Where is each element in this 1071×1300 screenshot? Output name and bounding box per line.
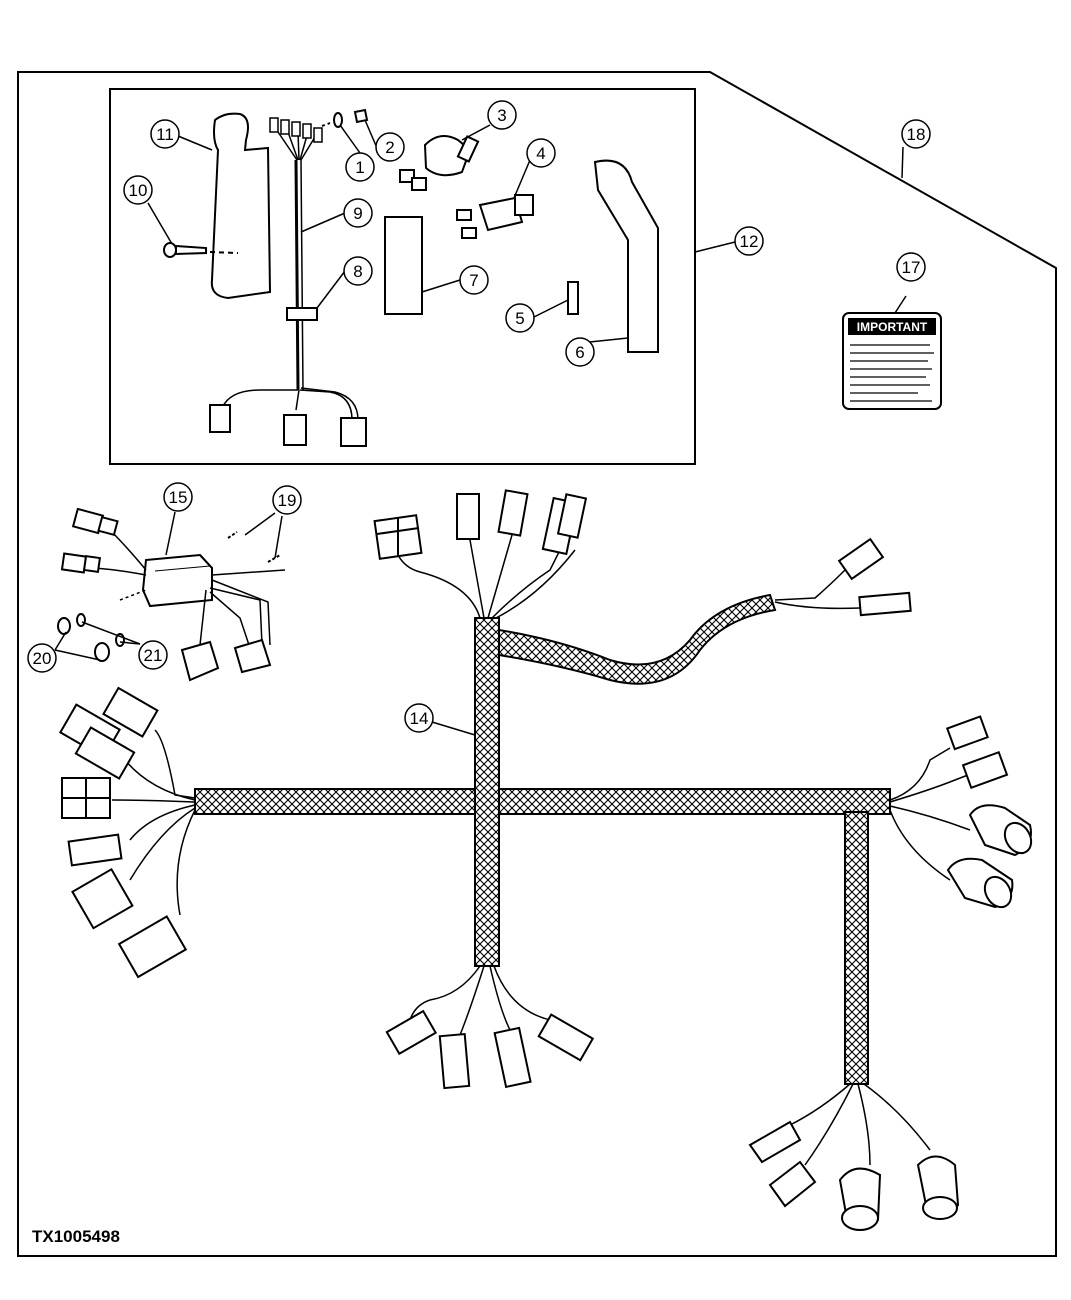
small-harness-wire (294, 159, 300, 391)
callout-12: 12 (734, 226, 764, 256)
callout-4: 4 (526, 138, 556, 168)
svg-text:18: 18 (907, 125, 926, 144)
callout-10: 10 (123, 175, 153, 205)
callout-9: 9 (343, 198, 373, 228)
svg-text:12: 12 (740, 232, 759, 251)
svg-text:10: 10 (129, 181, 148, 200)
svg-text:11: 11 (156, 125, 174, 144)
callout-20: 20 (27, 643, 57, 673)
callout-15: 15 (163, 482, 193, 512)
left-cover-part (210, 112, 272, 300)
screw-part (163, 242, 239, 258)
harness-trunk-vertical (474, 617, 500, 967)
svg-text:4: 4 (536, 144, 545, 163)
decal-title: IMPORTANT (857, 320, 928, 334)
callout-8: 8 (343, 256, 373, 286)
inset-parts (163, 108, 659, 447)
callout-11: 11 (150, 119, 180, 149)
harness-branch-upper (498, 593, 777, 685)
callout-5: 5 (505, 303, 535, 333)
inset-box (109, 88, 696, 465)
svg-text:3: 3 (497, 106, 506, 125)
harness-drop-right (844, 811, 869, 1085)
callout-17: 17 (896, 252, 926, 282)
callout-3: 3 (487, 100, 517, 130)
harness-trunk-horizontal (194, 788, 891, 815)
callout-1: 1 (345, 152, 375, 182)
harness-plug-middle (283, 414, 307, 446)
figure-id: TX1005498 (32, 1227, 120, 1246)
outer-frame (17, 71, 1057, 1257)
callout-2: 2 (375, 132, 405, 162)
svg-text:20: 20 (33, 649, 52, 668)
harness-plug-right (340, 417, 367, 447)
callout-18: 18 (901, 119, 931, 149)
switch-part-3 (399, 135, 480, 191)
svg-text:8: 8 (353, 262, 362, 281)
right-cover-part (593, 159, 659, 353)
harness-plug-left (209, 404, 231, 433)
strip-part (567, 281, 579, 315)
callout-19: 19 (272, 485, 302, 515)
callout-bubbles: 1 2 3 4 5 6 7 8 9 10 11 12 14 15 17 18 1… (27, 100, 931, 733)
washer-part (333, 112, 343, 128)
important-decal: IMPORTANT (842, 312, 942, 410)
callout-21: 21 (138, 640, 168, 670)
svg-text:15: 15 (169, 488, 188, 507)
svg-text:14: 14 (410, 709, 429, 728)
svg-text:6: 6 (575, 343, 584, 362)
callout-14: 14 (404, 703, 434, 733)
pad-part (384, 216, 423, 315)
svg-text:5: 5 (515, 309, 524, 328)
callout-7: 7 (459, 265, 489, 295)
svg-text:2: 2 (385, 138, 394, 157)
harness-top-connectors (269, 117, 323, 161)
svg-text:7: 7 (469, 271, 478, 290)
module-assembly (57, 507, 286, 682)
main-harness (58, 489, 1033, 1231)
svg-text:19: 19 (278, 491, 297, 510)
svg-text:1: 1 (355, 158, 364, 177)
callout-6: 6 (565, 337, 595, 367)
leader-lines (54, 119, 907, 736)
svg-text:9: 9 (353, 204, 362, 223)
svg-text:21: 21 (144, 646, 163, 665)
clip-part (286, 307, 318, 321)
switch-part-4 (456, 194, 534, 239)
small-screw-part (353, 108, 369, 124)
svg-text:17: 17 (902, 258, 921, 277)
